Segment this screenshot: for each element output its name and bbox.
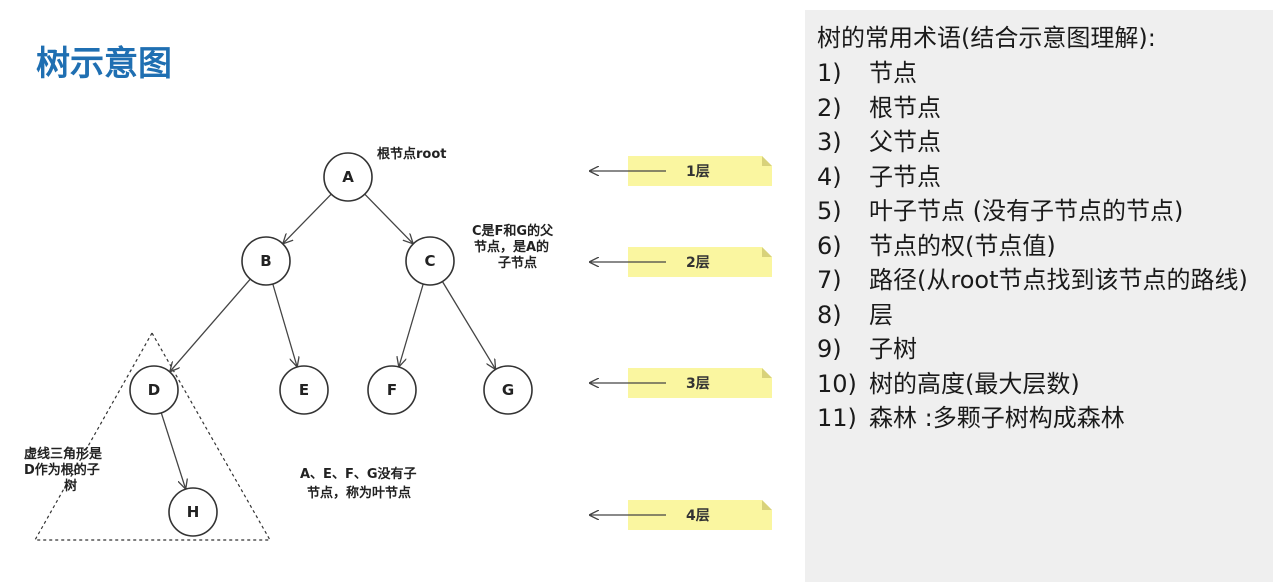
term-text: 子树 (869, 335, 917, 363)
edge-a-b (284, 193, 332, 243)
sticky-note-fold (762, 247, 772, 257)
term-item: 8) 层 (817, 298, 1259, 333)
term-text: 森林 :多颗子树构成森林 (869, 404, 1125, 432)
tree-nodes: A B C D E F G H (129, 152, 533, 537)
term-number: 3) (817, 128, 842, 156)
node-circle (483, 365, 533, 415)
layer-label: 3层 (686, 376, 710, 392)
term-item: 5) 叶子节点 (没有子节点的节点) (817, 194, 1259, 229)
sticky-note (628, 500, 772, 530)
layer-label: 2层 (686, 255, 710, 271)
root-annotation: 根节点root (377, 146, 447, 162)
edge-a-c (364, 193, 413, 243)
term-text: 父节点 (869, 128, 941, 156)
layer-marker-2: 2层 (590, 247, 772, 277)
term-item: 4) 子节点 (817, 160, 1259, 195)
edge-c-g (441, 281, 495, 369)
node-label: B (260, 252, 271, 270)
node-b: B (241, 236, 291, 286)
term-item: 2) 根节点 (817, 91, 1259, 126)
term-text: 子节点 (869, 162, 941, 191)
subtree-annotation-line-2: D作为根的子 (24, 462, 100, 478)
term-number: 11) (817, 404, 857, 432)
term-text: 层 (869, 300, 893, 329)
edge-c-f (399, 283, 424, 366)
node-label: G (502, 381, 514, 399)
c-parent-annotation-line-1: C是F和G的父 (472, 223, 554, 239)
layer-marker-3: 3层 (590, 368, 772, 398)
sticky-note (628, 156, 772, 186)
term-item: 1) 节点 (817, 56, 1259, 91)
term-number: 9) (817, 335, 842, 363)
sticky-note-fold (762, 156, 772, 166)
node-label: C (424, 252, 435, 270)
term-item: 3) 父节点 (817, 125, 1259, 160)
term-number: 8) (817, 300, 842, 329)
node-c: C (405, 236, 455, 286)
node-label: E (299, 381, 309, 399)
subtree-annotation-line-3: 树 (64, 478, 77, 494)
tree-edges (160, 193, 495, 488)
node-circle (367, 365, 417, 415)
term-text: 节点的权(节点值) (869, 231, 1056, 260)
node-label: A (342, 168, 354, 186)
term-number: 6) (817, 231, 842, 260)
layer-markers: 1层 2层 3层 4层 (590, 156, 772, 530)
node-a: A (323, 152, 373, 202)
sticky-note (628, 368, 772, 398)
c-parent-annotation-line-2: 节点，是A的 (474, 239, 549, 255)
edge-b-d (170, 278, 251, 371)
leaves-annotation-line-2: 节点，称为叶节点 (307, 485, 411, 501)
node-circle (168, 487, 218, 537)
term-number: 1) (817, 59, 842, 87)
subtree-annotation-line-1: 虚线三角形是 (24, 446, 103, 462)
terms-panel: 树的常用术语(结合示意图理解): 1) 节点 2) 根节点 3) 父节点 4) 子节点 5) 叶子… (805, 10, 1273, 582)
node-g: G (483, 365, 533, 415)
edge-b-e (272, 283, 297, 366)
node-circle (241, 236, 291, 286)
term-text: 根节点 (869, 93, 941, 122)
node-circle (279, 365, 329, 415)
node-circle (405, 236, 455, 286)
term-item: 11) 森林 :多颗子树构成森林 (817, 401, 1259, 436)
node-label: H (187, 503, 200, 521)
terms-list: 1) 节点 2) 根节点 3) 父节点 4) 子节点 5) 叶子节点 (没有子节点的节点) 6) 节点… (817, 56, 1259, 436)
subtree-triangle (33, 331, 272, 541)
sticky-note (628, 247, 772, 277)
node-label: F (387, 381, 397, 399)
page-title: 树示意图 (36, 44, 172, 84)
term-item: 10) 树的高度(最大层数) (817, 367, 1259, 402)
edge-d-h (160, 412, 185, 488)
term-number: 10) (817, 369, 857, 398)
sticky-note-fold (762, 368, 772, 378)
layer-label: 4层 (686, 508, 710, 524)
term-number: 5) (817, 197, 842, 225)
node-label: D (148, 381, 160, 399)
term-text: 节点 (869, 59, 917, 87)
tree-diagram: A B C D E F G H 根节点root C是F和G的父 节点，是A的 子节点 虚线三角… (24, 146, 772, 541)
node-circle (129, 365, 179, 415)
term-item: 6) 节点的权(节点值) (817, 229, 1259, 264)
leaves-annotation-line-1: A、E、F、G没有子 (300, 466, 417, 482)
terms-heading: 树的常用术语(结合示意图理解): (817, 24, 1156, 52)
c-parent-annotation-line-3: 子节点 (498, 255, 537, 271)
node-f: F (367, 365, 417, 415)
node-circle (323, 152, 373, 202)
term-number: 2) (817, 93, 842, 122)
layer-marker-1: 1层 (590, 156, 772, 186)
sticky-note-fold (762, 500, 772, 510)
node-d: D (129, 365, 179, 415)
term-text: 叶子节点 (没有子节点的节点) (869, 197, 1184, 225)
term-text: 树的高度(最大层数) (869, 369, 1080, 398)
layer-marker-4: 4层 (590, 500, 772, 530)
term-item: 7) 路径(从root节点找到该节点的路线) (817, 263, 1259, 298)
node-e: E (279, 365, 329, 415)
term-number: 4) (817, 162, 842, 191)
node-h: H (168, 487, 218, 537)
term-number: 7) (817, 266, 842, 294)
term-text: 路径(从root节点找到该节点的路线) (869, 266, 1248, 294)
term-item: 9) 子树 (817, 332, 1259, 367)
layer-label: 1层 (686, 164, 710, 180)
